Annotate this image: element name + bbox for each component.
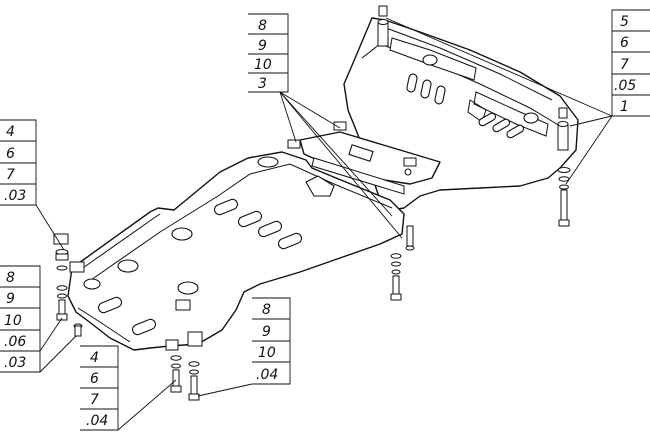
callout-label: 5 (620, 14, 629, 30)
callout-label: 4 (90, 350, 99, 366)
callout-label: 7 (90, 392, 99, 408)
callout-top-right: 5 6 7 .05 1 (385, 9, 650, 185)
crossmember-bracket (287, 121, 441, 221)
callout-left-upper: 4 6 7 .03 (0, 119, 65, 251)
bolt-bottom-left (170, 355, 182, 393)
callout-label: 1 (620, 99, 629, 115)
bolt-left-lower (56, 285, 83, 337)
callout-label: .03 (4, 355, 26, 371)
bolt-1 (557, 167, 571, 227)
callout-label: 4 (6, 124, 15, 140)
bolt-bottom-center (188, 361, 200, 401)
callout-label: .04 (86, 413, 108, 429)
callout-label: 9 (6, 291, 15, 307)
bolt-left-upper (55, 249, 69, 271)
callout-label: 10 (258, 345, 276, 361)
callout-bottom-center: 8 9 10 .04 (197, 297, 291, 397)
callout-label: 6 (620, 35, 629, 51)
callout-label: 9 (258, 38, 267, 54)
callout-label: 6 (90, 371, 99, 387)
callout-label: 6 (6, 146, 15, 162)
front-skid-plate (53, 151, 405, 351)
callout-label: .06 (4, 334, 26, 350)
callout-label: 9 (262, 324, 271, 340)
stud-bolt-right (557, 107, 569, 151)
callout-top-center: 8 9 10 3 (248, 13, 403, 239)
callout-bottom-left: 4 6 7 .04 (80, 345, 177, 431)
callout-label: 7 (620, 57, 629, 73)
callout-label: .04 (256, 367, 278, 383)
callout-label: .03 (4, 188, 26, 204)
callout-label: 10 (4, 313, 22, 329)
callout-label: 10 (254, 57, 272, 73)
callout-label: 8 (262, 302, 271, 318)
callout-label: 8 (6, 270, 15, 286)
callout-label: 7 (6, 167, 15, 183)
callout-label: .05 (614, 78, 636, 94)
callout-label: 8 (258, 18, 267, 34)
stud-bolt-left (377, 5, 389, 47)
callout-label: 3 (258, 76, 267, 92)
bolt-center-right (390, 225, 415, 301)
callout-left-lower: 8 9 10 .06 .03 (0, 265, 77, 373)
